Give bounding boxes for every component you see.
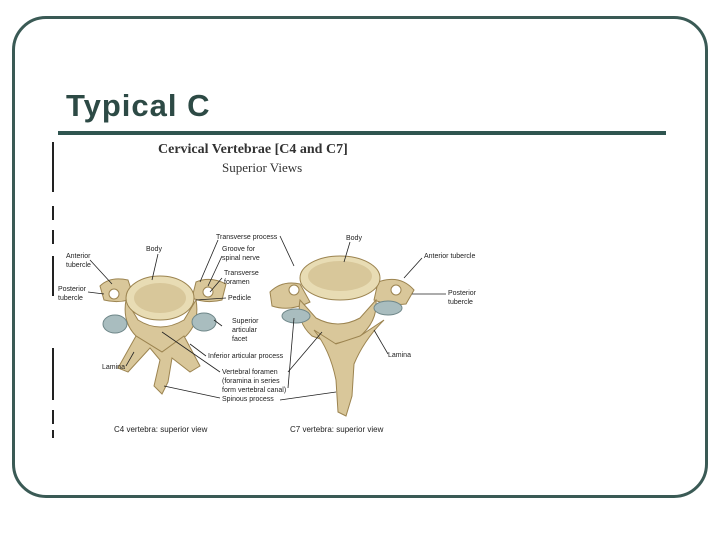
- slide-title: Typical C: [66, 88, 211, 123]
- label-body-c7: Body: [346, 235, 362, 242]
- label-superior-facet-1: Superior: [232, 318, 259, 325]
- label-anterior-tubercle-c7: Anterior tubercle: [424, 253, 476, 260]
- slide-frame: [12, 16, 708, 498]
- label-vertebral-foramen-2: (foramina in series: [222, 378, 280, 385]
- caption-c7: C7 vertebra: superior view: [290, 425, 384, 434]
- c7-vertebra: [269, 278, 415, 417]
- label-superior-facet-3: facet: [232, 336, 248, 343]
- left-edge-marks: [48, 138, 58, 438]
- label-transverse-process: Transverse process: [216, 234, 278, 241]
- label-anterior-tubercle-c4-1: Anterior: [66, 253, 91, 260]
- label-posterior-tubercle-c7-1: Posterior: [448, 290, 477, 297]
- leader-lines: [87, 235, 446, 401]
- label-pedicle: Pedicle: [228, 295, 251, 302]
- c4-superior-facet-left: [102, 314, 128, 334]
- label-posterior-tubercle-c4-2: tubercle: [58, 295, 83, 302]
- label-anterior-tubercle-c4-2: tubercle: [66, 262, 91, 269]
- c7-superior-facet-right: [373, 300, 403, 316]
- label-spinous-process: Spinous process: [222, 396, 274, 403]
- label-superior-facet-2: articular: [232, 327, 257, 334]
- figure-title: Cervical Vertebrae [C4 and C7]: [158, 142, 348, 157]
- label-posterior-tubercle-c4-1: Posterior: [58, 286, 87, 293]
- c4-superior-facet-right: [191, 312, 217, 332]
- label-lamina-c4: Lamina: [102, 364, 125, 371]
- label-body-c4: Body: [146, 246, 162, 253]
- label-lamina-c7: Lamina: [388, 352, 411, 359]
- c7-superior-facet-left: [281, 308, 311, 324]
- label-transverse-foramen-1: Transverse: [224, 270, 259, 277]
- label-transverse-foramen-2: foramen: [224, 279, 250, 286]
- caption-c4: C4 vertebra: superior view: [114, 425, 208, 434]
- label-groove-spinal-nerve-2: spinal nerve: [222, 255, 260, 262]
- label-vertebral-foramen-3: form vertebral canal): [222, 387, 287, 394]
- title-rule: [58, 131, 666, 135]
- label-inferior-articular-process: Inferior articular process: [208, 353, 284, 360]
- figure-subtitle: Superior Views: [222, 160, 303, 175]
- label-posterior-tubercle-c7-2: tubercle: [448, 299, 473, 306]
- label-vertebral-foramen-1: Vertebral foramen: [222, 369, 278, 376]
- label-groove-spinal-nerve-1: Groove for: [222, 246, 256, 253]
